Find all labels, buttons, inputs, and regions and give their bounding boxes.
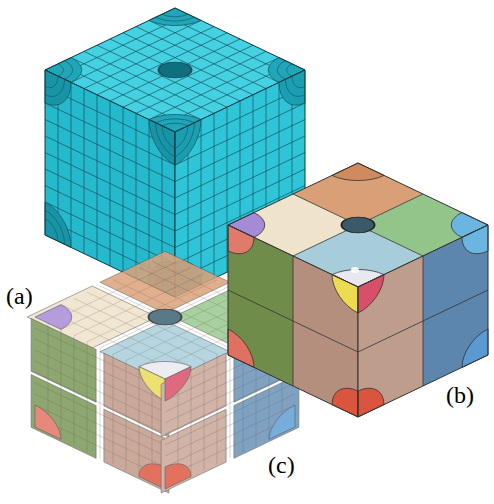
panel-label: (a) (6, 283, 33, 309)
panel-label: (b) (446, 382, 474, 408)
panel-label: (c) (268, 452, 295, 478)
patch-cube (228, 163, 488, 417)
